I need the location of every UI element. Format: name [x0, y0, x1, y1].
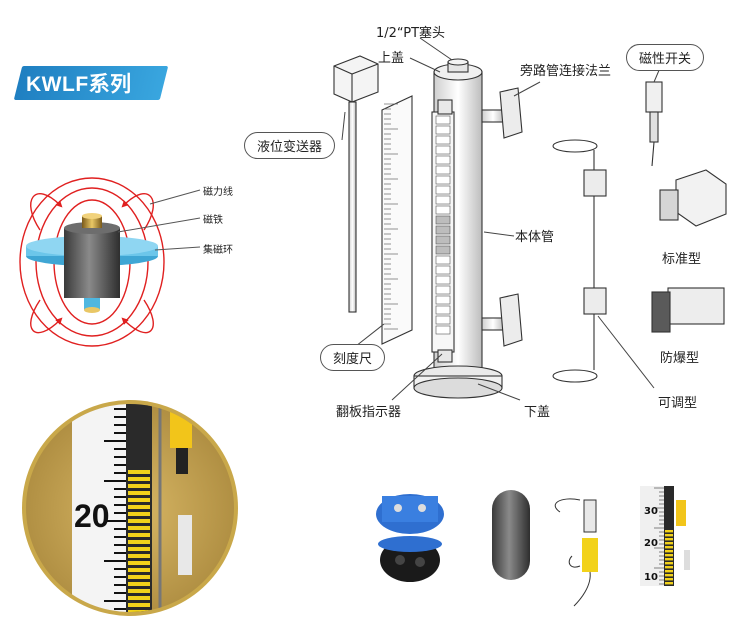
- indicator-photo-inset: [22, 400, 238, 616]
- label-magnetic-switch: 磁性开关: [626, 44, 705, 71]
- small-scale-10: 10: [644, 572, 658, 583]
- label-flux-lines: 磁力线: [203, 187, 233, 198]
- label-flip-indicator: 翻板指示器: [336, 405, 402, 420]
- label-plug: 1/2“PT塞头: [376, 26, 446, 41]
- series-title: KWLF系列: [26, 73, 132, 96]
- gauge-leaders: [341, 37, 661, 401]
- magnet-leaders: [117, 189, 201, 251]
- small-scale-30: 30: [644, 506, 658, 517]
- label-collector-ring: 集磁环: [203, 245, 233, 256]
- photo-small-gauge: [640, 486, 690, 586]
- label-magnet: 磁铁: [203, 215, 223, 226]
- label-scale: 刻度尺: [320, 344, 386, 371]
- label-top-cover: 上盖: [378, 51, 405, 66]
- label-body-tube: 本体管: [515, 230, 555, 245]
- photo-switch: [554, 498, 598, 607]
- inset-scale-20: 20: [74, 498, 110, 534]
- photo-float: [492, 490, 530, 580]
- label-bottom-cover: 下盖: [524, 405, 551, 420]
- magnet: [64, 213, 120, 313]
- label-transmitter: 液位变送器: [244, 132, 336, 159]
- label-bypass-flange: 旁路管连接法兰: [520, 64, 612, 79]
- small-scale-20: 20: [644, 538, 658, 549]
- label-standard-type: 标准型: [662, 252, 702, 267]
- label-explosion-proof: 防爆型: [660, 351, 700, 366]
- level-gauge-drawing: [333, 55, 727, 399]
- product-photos: [376, 486, 690, 607]
- label-adjustable-type: 可调型: [658, 396, 698, 411]
- photo-terminal-block: [376, 494, 444, 582]
